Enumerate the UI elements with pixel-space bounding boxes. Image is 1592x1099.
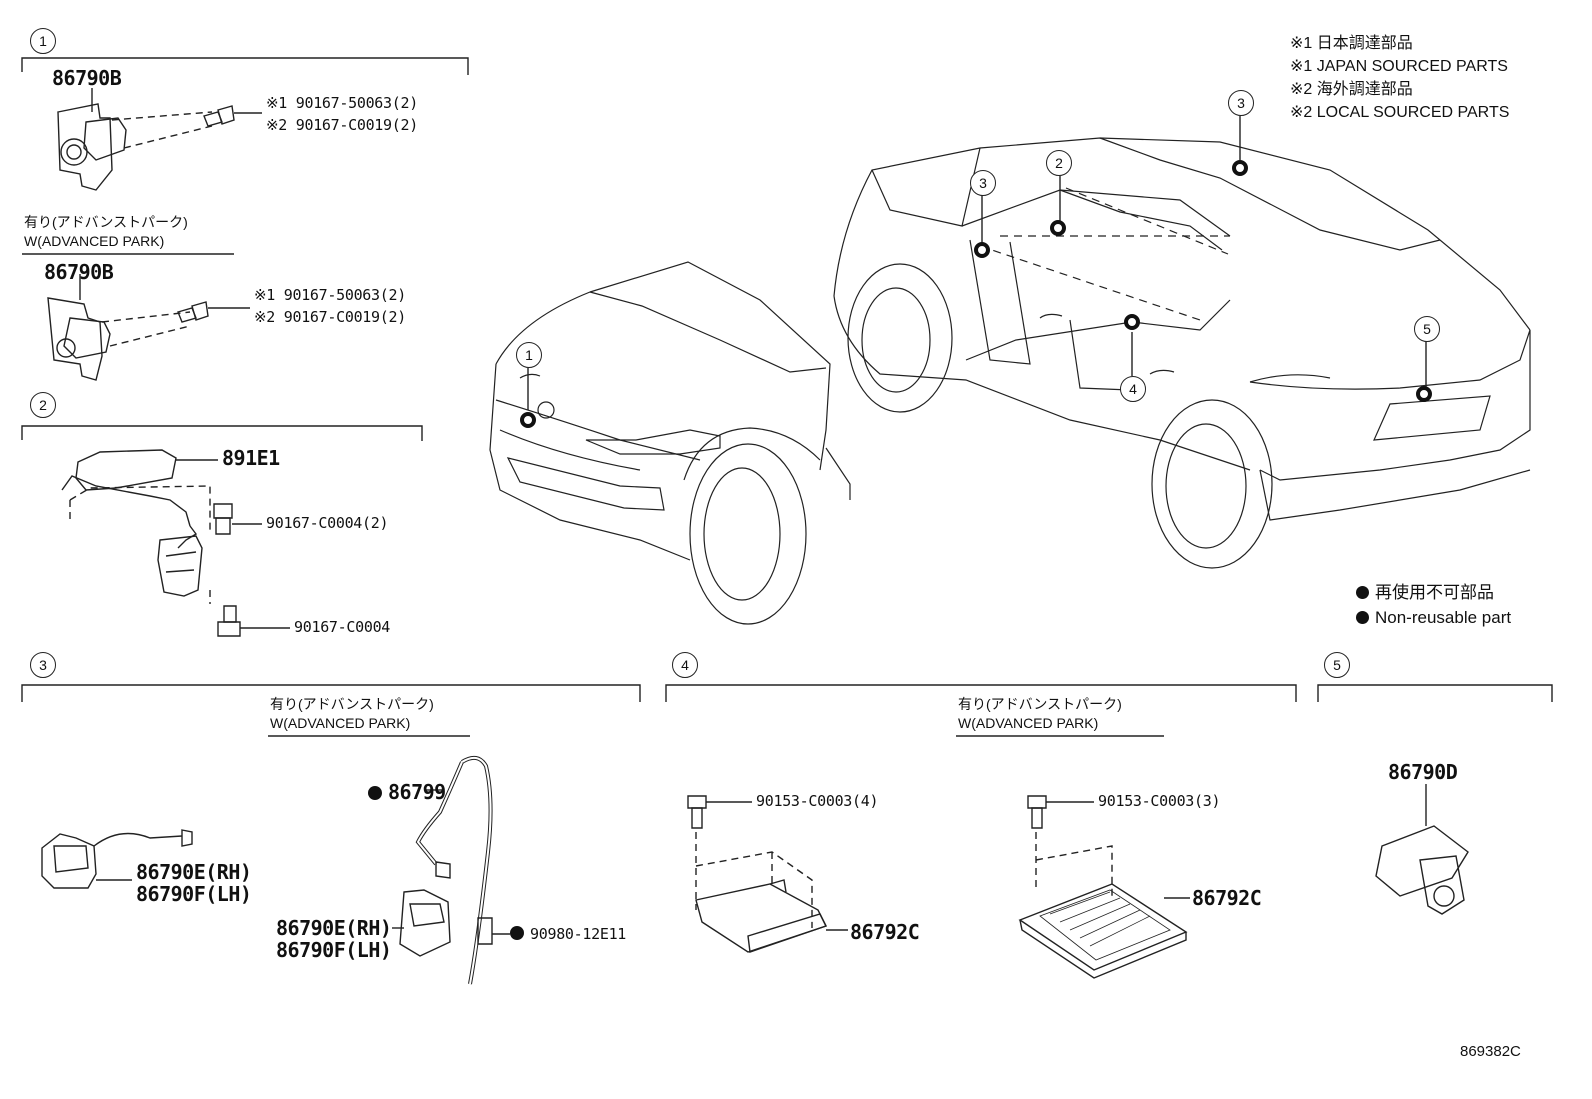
nonreusable-dot-icon (510, 926, 524, 940)
part-86790e-rh-right: 86790E(RH) (276, 916, 392, 940)
bolt-90167-c0004-2: 90167-C0004(2) (266, 514, 389, 532)
bolt-90153-c0003-4: 90153-C0003(4) (756, 792, 879, 810)
clip-90980 (477, 917, 510, 945)
legend-japan-ja: ※1 日本調達部品 (1290, 35, 1413, 52)
part-86790f-lh-right: 86790F(LH) (276, 938, 392, 962)
sensor-marker-4 (1124, 314, 1140, 330)
vehicle-front-view (489, 261, 851, 625)
bolt-90153-c0003-3: 90153-C0003(3) (1098, 792, 1221, 810)
condition-en-4: W(ADVANCED PARK) (958, 715, 1099, 731)
bolt-section-4-left (687, 795, 752, 829)
bolt-section-1-upper (203, 105, 262, 127)
unit-891e1 (61, 449, 218, 597)
bolt-upper-local: ※2 90167-C0019(2) (266, 116, 418, 134)
vehicle-callout-3a: 3 (970, 170, 996, 196)
bolt-section-1-lower (177, 301, 250, 323)
bolt-lower-japan: ※1 90167-50063(2) (254, 286, 406, 304)
sensor-marker-1 (520, 412, 536, 428)
ecu-86792c-left (695, 879, 848, 953)
part-86790b-upper: 86790B (52, 66, 122, 90)
part-86792c-right: 86792C (1192, 886, 1262, 910)
section-4-bracket (665, 684, 1297, 702)
section-index-4: 4 (672, 652, 698, 678)
sensor-marker-3a (974, 242, 990, 258)
condition-ja-3: 有り(アドバンストパーク) (270, 696, 434, 712)
nonreusable-dot-icon (1356, 611, 1369, 624)
section-3-bracket (21, 684, 641, 702)
wire-86799 (415, 755, 493, 985)
section-5-bracket (1317, 684, 1553, 702)
vehicle-callout-3b: 3 (1228, 90, 1254, 116)
legend-local-ja: ※2 海外調達部品 (1290, 81, 1413, 98)
sensor-marker-2 (1050, 220, 1066, 236)
section-index-2: 2 (30, 392, 56, 418)
camera-86790e-left (41, 829, 193, 889)
condition-ja-4: 有り(アドバンストパーク) (958, 696, 1122, 712)
vehicle-callout-1: 1 (516, 342, 542, 368)
part-86790f-lh-left: 86790F(LH) (136, 882, 252, 906)
part-86790b-lower: 86790B (44, 260, 114, 284)
bolt-section-2-lower (217, 605, 290, 637)
vehicle-callout-5: 5 (1414, 316, 1440, 342)
bolt-section-2-upper (213, 503, 262, 535)
part-891e1: 891E1 (222, 446, 280, 470)
vehicle-callout-4: 4 (1120, 376, 1146, 402)
camera-86790b-upper (57, 88, 127, 191)
nonreusable-dot-icon (368, 786, 382, 800)
part-86790e-rh-left: 86790E(RH) (136, 860, 252, 884)
bolt-section-4-right (1027, 795, 1094, 829)
part-86799: 86799 (368, 782, 446, 802)
vehicle-rear-view (833, 137, 1531, 569)
camera-86790b-lower (47, 274, 111, 381)
part-86790d: 86790D (1388, 760, 1458, 784)
diagram-code: 869382C (1460, 1043, 1521, 1060)
camera-86790d (1375, 784, 1469, 915)
section-index-5: 5 (1324, 652, 1350, 678)
condition-ja-1: 有り(アドバンストパーク) (24, 214, 188, 230)
nonreusable-dot-icon (1356, 586, 1369, 599)
camera-86790e-right (392, 889, 451, 957)
ecu-86792c-right (1018, 883, 1190, 979)
section-index-3: 3 (30, 652, 56, 678)
section-2-bracket (21, 425, 423, 441)
vehicle-callout-2: 2 (1046, 150, 1072, 176)
part-86792c-left: 86792C (850, 920, 920, 944)
clip-90980-12e11: 90980-12E11 (510, 926, 626, 942)
sensor-marker-3b (1232, 160, 1248, 176)
condition-en-3: W(ADVANCED PARK) (270, 715, 411, 731)
section-1-bracket (21, 57, 469, 75)
bolt-90167-c0004: 90167-C0004 (294, 618, 391, 636)
bolt-upper-japan: ※1 90167-50063(2) (266, 94, 418, 112)
legend-japan-en: ※1 JAPAN SOURCED PARTS (1290, 58, 1508, 75)
legend-local-en: ※2 LOCAL SOURCED PARTS (1290, 104, 1510, 121)
section-index-1: 1 (30, 28, 56, 54)
bolt-lower-local: ※2 90167-C0019(2) (254, 308, 406, 326)
condition-en-1: W(ADVANCED PARK) (24, 233, 165, 249)
sensor-marker-5 (1416, 386, 1432, 402)
legend-nonreusable-en: Non-reusable part (1356, 609, 1511, 626)
legend-nonreusable-ja: 再使用不可部品 (1356, 584, 1494, 601)
